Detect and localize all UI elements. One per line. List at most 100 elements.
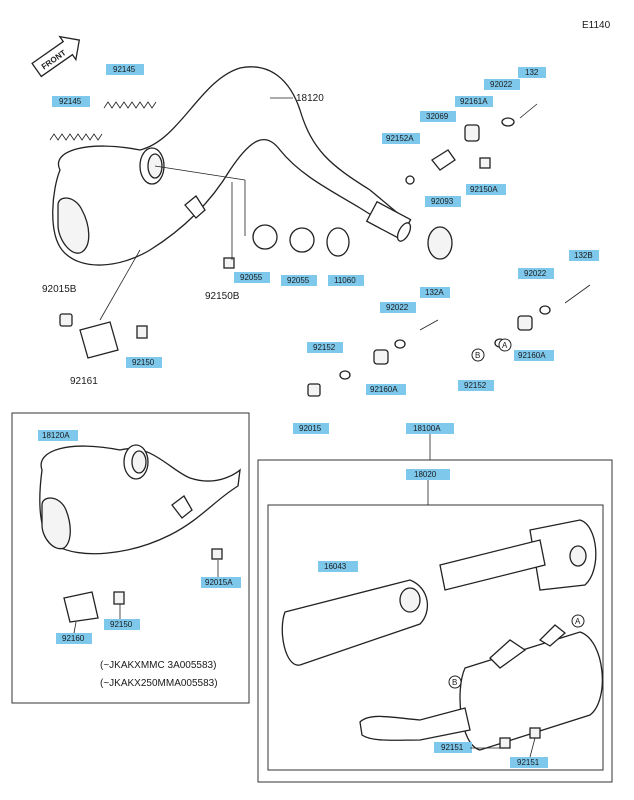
collar-92093	[427, 226, 453, 260]
part-labels[interactable]: 92145 92145 18120 132 92022 92161A 32069…	[38, 64, 599, 768]
label-92160: 92160	[56, 633, 92, 644]
marker-a-icon: A	[498, 338, 512, 352]
spring-92145-lower	[49, 133, 103, 141]
exhaust-pipe-18120A	[39, 444, 241, 623]
svg-text:32069: 32069	[426, 112, 449, 121]
label-92152-a: 92152	[307, 342, 343, 353]
svg-text:92015B: 92015B	[42, 284, 77, 295]
svg-text:92015: 92015	[299, 424, 322, 433]
bolt-92150-a	[136, 325, 148, 339]
label-32069: 32069	[420, 111, 456, 122]
label-92150A: 92150A	[466, 184, 506, 195]
svg-text:92161: 92161	[70, 376, 98, 387]
label-18120: 18120	[296, 93, 324, 104]
plate-92161	[79, 321, 119, 359]
hardware-right-mid	[307, 284, 591, 397]
label-18120A: 18120A	[38, 430, 78, 441]
svg-text:11060: 11060	[334, 276, 356, 285]
label-18100A: 18100A	[406, 423, 454, 434]
label-92161: 92161	[70, 376, 98, 387]
serial-note-1: (~JKAKXMMC 3A005583)	[100, 660, 216, 671]
svg-text:92152A: 92152A	[386, 134, 414, 143]
marker-b-icon: B	[471, 348, 485, 362]
svg-text:B: B	[452, 678, 457, 687]
svg-text:18120A: 18120A	[42, 431, 70, 440]
svg-text:92150: 92150	[110, 620, 133, 629]
label-92055-a: 92055	[234, 272, 270, 283]
label-92093: 92093	[425, 196, 461, 207]
label-92151-b: 92151	[510, 757, 548, 768]
label-92022-mid: 92022	[518, 268, 554, 279]
label-18020: 18020	[406, 469, 450, 480]
svg-text:92055: 92055	[240, 273, 263, 282]
svg-text:132A: 132A	[425, 288, 444, 297]
svg-text:16043: 16043	[324, 562, 347, 571]
label-92150B: 92150B	[205, 291, 240, 302]
label-92022-low: 92022	[380, 302, 416, 313]
label-92022-top: 92022	[484, 79, 520, 90]
marker-a-muffler-icon: A	[571, 614, 585, 628]
svg-text:92093: 92093	[431, 197, 454, 206]
svg-text:92022: 92022	[386, 303, 409, 312]
spring-92145-upper	[103, 101, 157, 109]
muffler-assembly	[281, 519, 603, 751]
label-92055-b: 92055	[281, 275, 317, 286]
label-11060: 11060	[328, 275, 364, 286]
svg-text:92145: 92145	[59, 97, 82, 106]
label-92015A: 92015A	[201, 577, 241, 588]
label-92150-b: 92150	[104, 619, 140, 630]
serial-note-2: (~JKAKX250MMA005583)	[100, 678, 218, 689]
diagram-code: E1140	[582, 20, 611, 31]
svg-text:A: A	[502, 341, 508, 350]
svg-text:92145: 92145	[113, 65, 136, 74]
bracket-32069	[405, 103, 538, 185]
svg-text:92022: 92022	[524, 269, 547, 278]
svg-text:92152: 92152	[313, 343, 336, 352]
label-16043: 16043	[318, 561, 358, 572]
label-92015B: 92015B	[42, 284, 77, 295]
label-92152-b: 92152	[458, 380, 494, 391]
gasket-92055-b	[289, 227, 315, 253]
svg-text:92160A: 92160A	[518, 351, 546, 360]
svg-text:92150A: 92150A	[470, 185, 498, 194]
label-92161A: 92161A	[455, 96, 493, 107]
label-92160A-b: 92160A	[366, 384, 406, 395]
svg-text:132B: 132B	[574, 251, 593, 260]
svg-text:92150B: 92150B	[205, 291, 240, 302]
svg-text:92151: 92151	[441, 743, 464, 752]
svg-text:92160: 92160	[62, 634, 85, 643]
label-92145-lower: 92145	[52, 96, 90, 107]
label-92160A-a: 92160A	[514, 350, 554, 361]
svg-text:92022: 92022	[490, 80, 513, 89]
label-132B: 132B	[569, 250, 599, 261]
svg-text:92151: 92151	[517, 758, 540, 767]
marker-b-muffler-icon: B	[448, 675, 462, 689]
label-92145-upper: 92145	[106, 64, 144, 75]
nut-92015B	[59, 313, 73, 327]
label-92015: 92015	[293, 423, 329, 434]
svg-text:92161A: 92161A	[460, 97, 488, 106]
label-92151-a: 92151	[434, 742, 472, 753]
label-132A: 132A	[420, 287, 450, 298]
svg-text:18100A: 18100A	[413, 424, 441, 433]
gasket-11060	[326, 227, 350, 257]
gasket-92055-a	[252, 224, 278, 250]
svg-text:B: B	[475, 351, 480, 360]
svg-text:18120: 18120	[296, 93, 324, 104]
svg-text:92152: 92152	[464, 381, 487, 390]
svg-text:A: A	[575, 617, 581, 626]
label-92150-a: 92150	[126, 357, 162, 368]
svg-text:92055: 92055	[287, 276, 310, 285]
label-132-top: 132	[518, 67, 546, 78]
svg-text:92160A: 92160A	[370, 385, 398, 394]
svg-text:92015A: 92015A	[205, 578, 233, 587]
leader-lines-main	[99, 97, 293, 321]
svg-text:132: 132	[525, 68, 539, 77]
svg-text:18020: 18020	[414, 470, 437, 479]
nut-92150B	[223, 257, 235, 269]
label-92152A: 92152A	[382, 133, 420, 144]
exhaust-pipe-18120	[52, 66, 412, 266]
front-arrow-icon: FRONT	[31, 35, 81, 78]
svg-text:92150: 92150	[132, 358, 155, 367]
